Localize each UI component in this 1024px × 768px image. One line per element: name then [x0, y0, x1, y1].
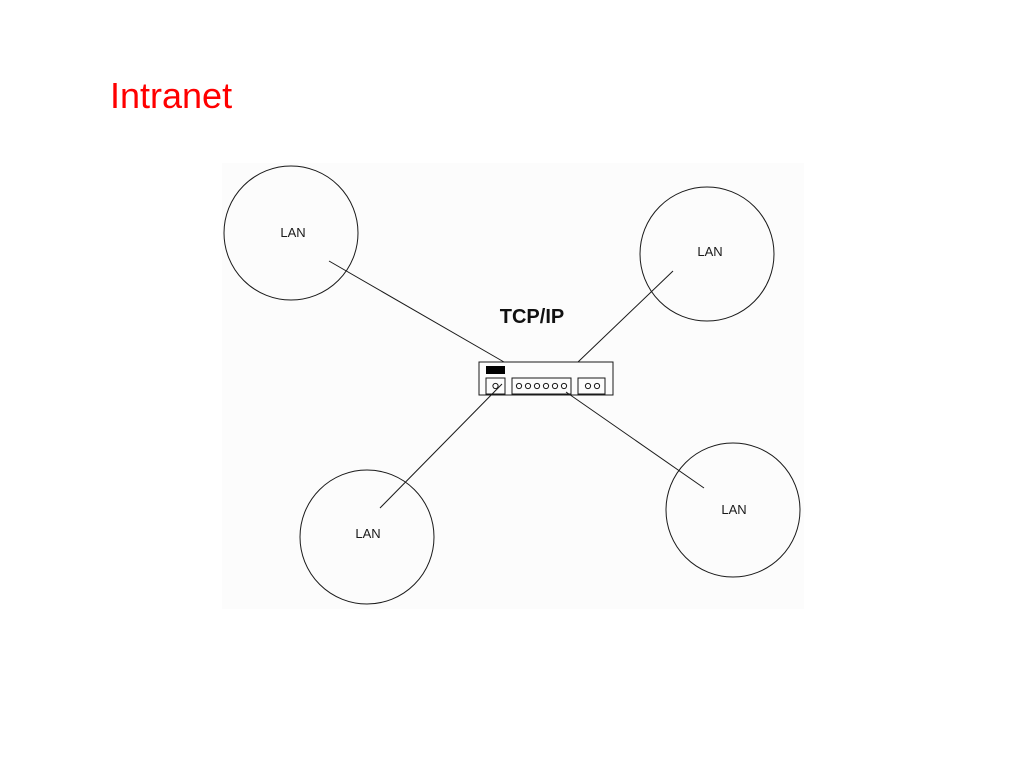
switch-extra-ports [577, 377, 606, 395]
port-dot [593, 382, 601, 390]
switch-uplink-port [485, 377, 506, 395]
protocol-label: TCP/IP [500, 306, 564, 328]
port-dot [551, 382, 559, 390]
lan-label: LAN [697, 244, 722, 259]
link-bottom-right [565, 391, 705, 489]
lan-label: LAN [355, 526, 380, 541]
lan-circle [299, 469, 435, 605]
lan-node-top-right: LAN [639, 186, 775, 322]
switch-body [478, 361, 614, 396]
switch-status-led [486, 366, 505, 374]
link-bottom-left [379, 383, 503, 509]
port-dot [542, 382, 550, 390]
slide-title: Intranet [110, 75, 233, 116]
port-dot [584, 382, 592, 390]
lan-node-bottom-right: LAN [665, 442, 801, 578]
lan-node-top-left: LAN [223, 165, 359, 301]
lan-circle [665, 442, 801, 578]
network-switch-icon [478, 361, 614, 396]
network-diagram: LAN LAN LAN LAN TCP/IP [222, 163, 804, 609]
port-dot [560, 382, 568, 390]
network-diagram-canvas: LAN LAN LAN LAN TCP/IP [223, 165, 801, 605]
lan-node-bottom-left: LAN [299, 469, 435, 605]
port-dot [524, 382, 532, 390]
lan-label: LAN [721, 502, 746, 517]
lan-circle [639, 186, 775, 322]
link-top-right [577, 270, 674, 363]
port-dot [533, 382, 541, 390]
port-dot [492, 382, 499, 390]
port-dot [515, 382, 523, 390]
lan-label: LAN [280, 225, 305, 240]
switch-port-bank [511, 377, 572, 395]
link-top-left [328, 260, 505, 363]
lan-circle [223, 165, 359, 301]
